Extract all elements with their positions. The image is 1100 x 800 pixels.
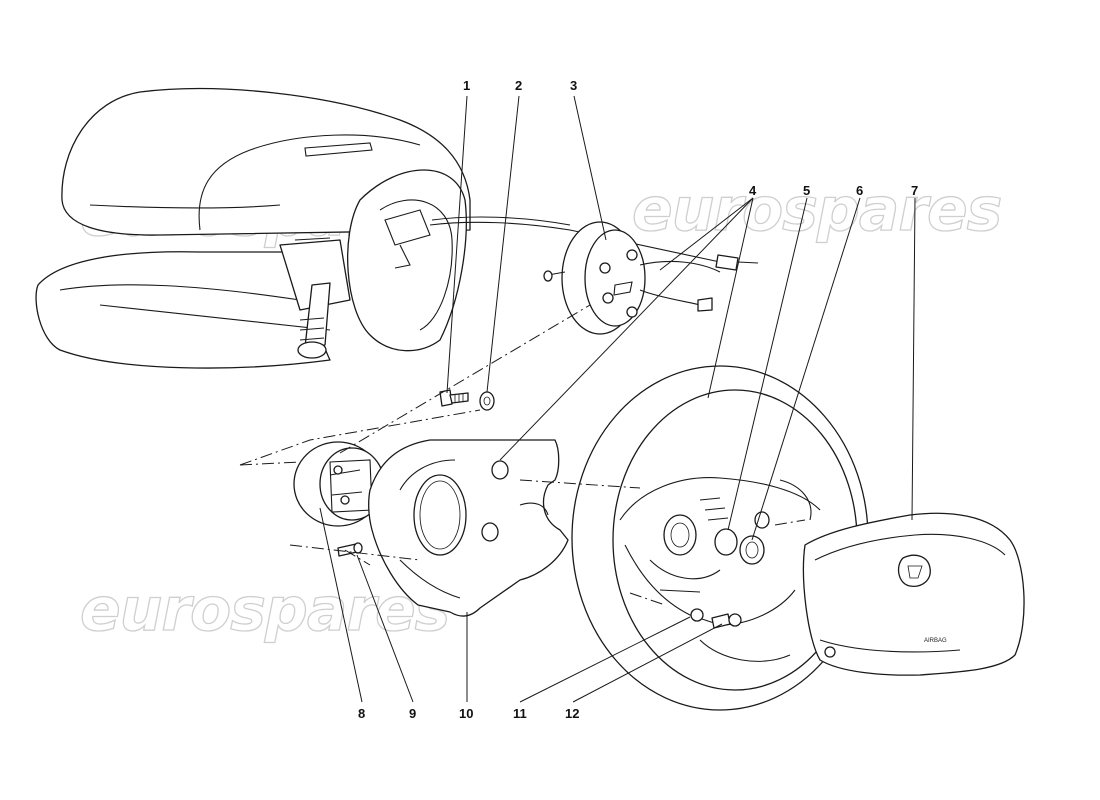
callout-11: 11 [513,706,527,721]
airbag-module: AIRBAG [802,512,1025,676]
bolt-and-washer [439,389,495,411]
watermark-top-right: eurospares [632,175,1001,245]
callout-6: 6 [856,183,863,198]
steering-hub [293,441,385,527]
callout-10: 10 [459,706,473,721]
alignment-lines [239,304,806,606]
callout-5: 5 [803,183,810,198]
hub-screw [337,542,363,557]
callout-3: 3 [570,78,577,93]
clock-spring-assembly [429,216,759,335]
watermark-bottom-left: eurospares [80,575,449,645]
callout-labels: 1 2 3 4 5 6 7 8 9 10 11 12 [358,78,918,721]
dashboard-assembly [35,87,471,369]
callout-4: 4 [749,183,757,198]
callout-2: 2 [515,78,522,93]
leader-lines [319,95,916,703]
steering-cover [368,439,569,617]
steering-wheel [571,365,869,711]
callout-7: 7 [911,183,918,198]
callout-8: 8 [358,706,365,721]
callout-9: 9 [409,706,416,721]
callout-1: 1 [463,78,470,93]
airbag-label: AIRBAG [924,638,947,644]
callout-12: 12 [565,706,579,721]
